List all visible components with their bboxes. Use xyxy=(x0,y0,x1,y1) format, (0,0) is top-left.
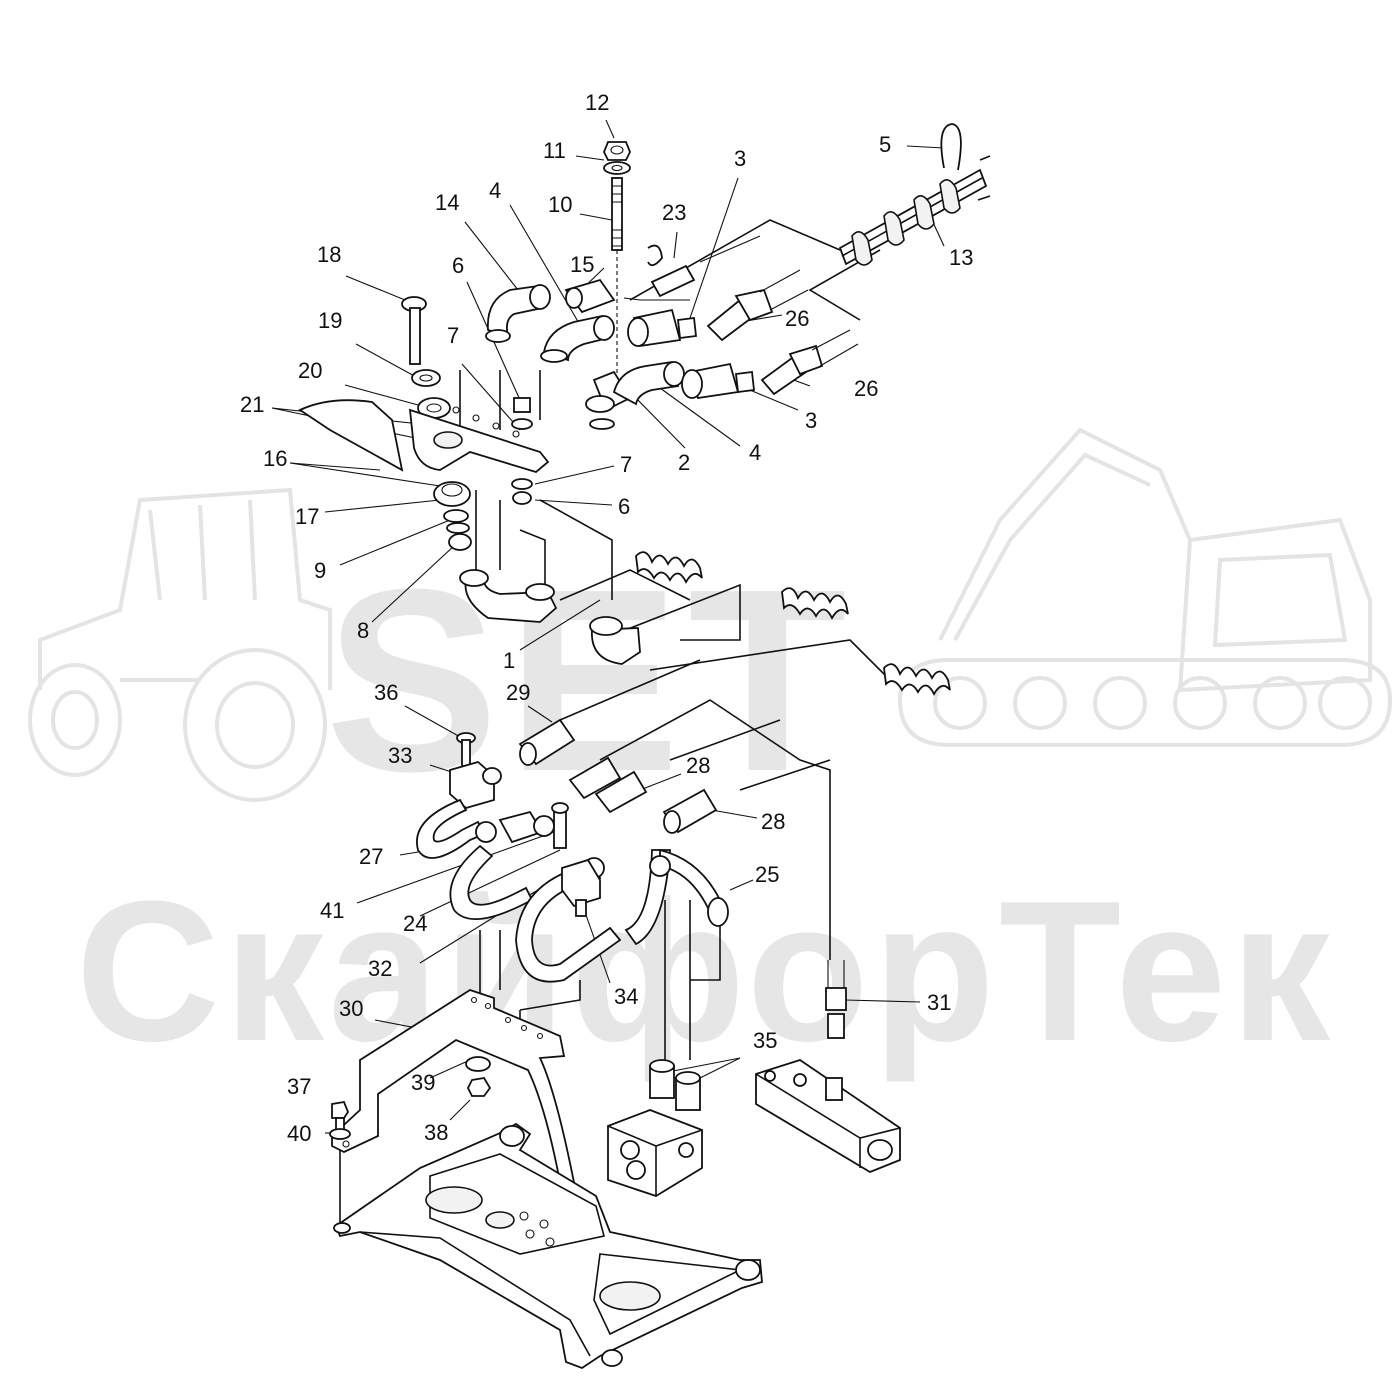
part-label-39: 39 xyxy=(411,1070,435,1095)
nut-part-12 xyxy=(603,141,631,161)
part-label-27: 27 xyxy=(359,844,383,869)
valve-block-right xyxy=(755,1059,901,1174)
spiral-guard-middle xyxy=(781,587,849,620)
bushing-part-16 xyxy=(433,481,471,507)
watermark: SET СкайфорТек xyxy=(28,427,1393,1083)
part-label-26: 26 xyxy=(854,376,878,401)
hose-end-part-26-lower xyxy=(760,329,859,396)
spiral-guard-lower xyxy=(883,663,951,696)
part-label-7: 7 xyxy=(447,323,459,348)
clip-part-5 xyxy=(940,123,962,171)
bolt-part-18 xyxy=(401,296,427,365)
subframe xyxy=(333,1122,763,1370)
fitting-part-6-lower xyxy=(512,491,532,505)
washer-part-40 xyxy=(329,1128,351,1140)
part-label-19: 19 xyxy=(318,308,342,333)
part-labels: 12 11 10 3 5 13 4 14 23 18 15 6 26 19 7 … xyxy=(240,90,973,1146)
elbow-part-14 xyxy=(485,284,551,343)
part-label-4: 4 xyxy=(749,440,761,465)
coupling-part-3-upper xyxy=(627,308,697,348)
part-label-4: 4 xyxy=(489,178,501,203)
part-label-21: 21 xyxy=(240,392,264,417)
part-label-8: 8 xyxy=(357,618,369,643)
coupler-part-28-upper xyxy=(568,756,648,814)
part-label-24: 24 xyxy=(403,911,427,936)
part-label-3: 3 xyxy=(734,146,746,171)
part-label-13: 13 xyxy=(949,245,973,270)
coupler-part-29 xyxy=(518,718,576,766)
clamp-part-33 xyxy=(449,761,502,809)
part-label-5: 5 xyxy=(879,132,891,157)
hose-part-25 xyxy=(624,848,729,946)
bracket-part-21 xyxy=(298,399,550,474)
part-label-11: 11 xyxy=(543,138,566,163)
part-label-6: 6 xyxy=(618,494,630,519)
part-label-7: 7 xyxy=(620,452,632,477)
watermark-tractor-icon xyxy=(28,487,332,802)
coupler-part-28-lower xyxy=(662,788,718,834)
part-label-3: 3 xyxy=(805,408,817,433)
part-label-32: 32 xyxy=(368,956,392,981)
part-label-36: 36 xyxy=(374,680,398,705)
part-label-28: 28 xyxy=(761,809,785,834)
part-label-29: 29 xyxy=(506,680,530,705)
clamp-part-41 xyxy=(475,802,569,849)
hose-end-part-26-upper xyxy=(706,269,809,342)
fitting-part-35-right xyxy=(675,1071,701,1111)
part-label-16: 16 xyxy=(263,446,287,471)
part-label-18: 18 xyxy=(317,242,341,267)
part-label-31: 31 xyxy=(927,990,951,1015)
part-label-25: 25 xyxy=(755,862,779,887)
oring-part-7-lower xyxy=(511,478,533,490)
spiral-guard-upper xyxy=(635,551,703,584)
part-label-37: 37 xyxy=(287,1074,311,1099)
fitting-part-6-upper xyxy=(513,397,531,413)
part-label-9: 9 xyxy=(314,558,326,583)
washer-part-17 xyxy=(443,509,469,523)
part-label-10: 10 xyxy=(548,192,572,217)
adapter-part-15 xyxy=(564,278,616,314)
watermark-excavator-icon xyxy=(897,427,1393,747)
stud-part-10 xyxy=(611,177,623,380)
washer-part-20 xyxy=(417,397,451,419)
part-label-35: 35 xyxy=(753,1028,777,1053)
part-label-41: 41 xyxy=(320,898,344,923)
part-label-1: 1 xyxy=(503,648,515,673)
elbow-part-4-upper xyxy=(540,314,615,363)
part-label-14: 14 xyxy=(435,190,459,215)
part-label-38: 38 xyxy=(424,1120,448,1145)
clamp-part-34 xyxy=(561,858,601,917)
washer-part-39 xyxy=(465,1056,491,1072)
valve-block-left xyxy=(607,1109,703,1197)
oring-part-7-upper xyxy=(511,418,533,430)
hose-bundle-13 xyxy=(838,155,991,266)
coupling-part-3-lower xyxy=(681,362,755,400)
washer-part-19 xyxy=(411,369,441,387)
part-label-20: 20 xyxy=(298,358,322,383)
part-label-26: 26 xyxy=(785,306,809,331)
parts xyxy=(298,123,991,1370)
washer-part-9 xyxy=(446,522,470,534)
manifold-part-1 xyxy=(459,569,641,665)
nut-part-8 xyxy=(448,533,472,551)
part-label-30: 30 xyxy=(339,996,363,1021)
nut-part-38 xyxy=(466,1077,492,1097)
fitting-part-31 xyxy=(825,960,847,1039)
fitting-part-35-left xyxy=(649,1059,675,1099)
elbow-part-4-lower xyxy=(612,360,685,406)
washer-part-11 xyxy=(603,161,631,175)
part-label-28: 28 xyxy=(686,753,710,778)
part-label-33: 33 xyxy=(388,743,412,768)
part-label-40: 40 xyxy=(287,1121,311,1146)
part-label-15: 15 xyxy=(570,252,594,277)
part-label-12: 12 xyxy=(585,90,609,115)
part-label-6: 6 xyxy=(452,253,464,278)
part-label-34: 34 xyxy=(614,984,638,1009)
part-label-23: 23 xyxy=(662,200,686,225)
connector-part-23 xyxy=(623,235,761,301)
part-label-2: 2 xyxy=(678,450,690,475)
part-label-17: 17 xyxy=(295,504,319,529)
